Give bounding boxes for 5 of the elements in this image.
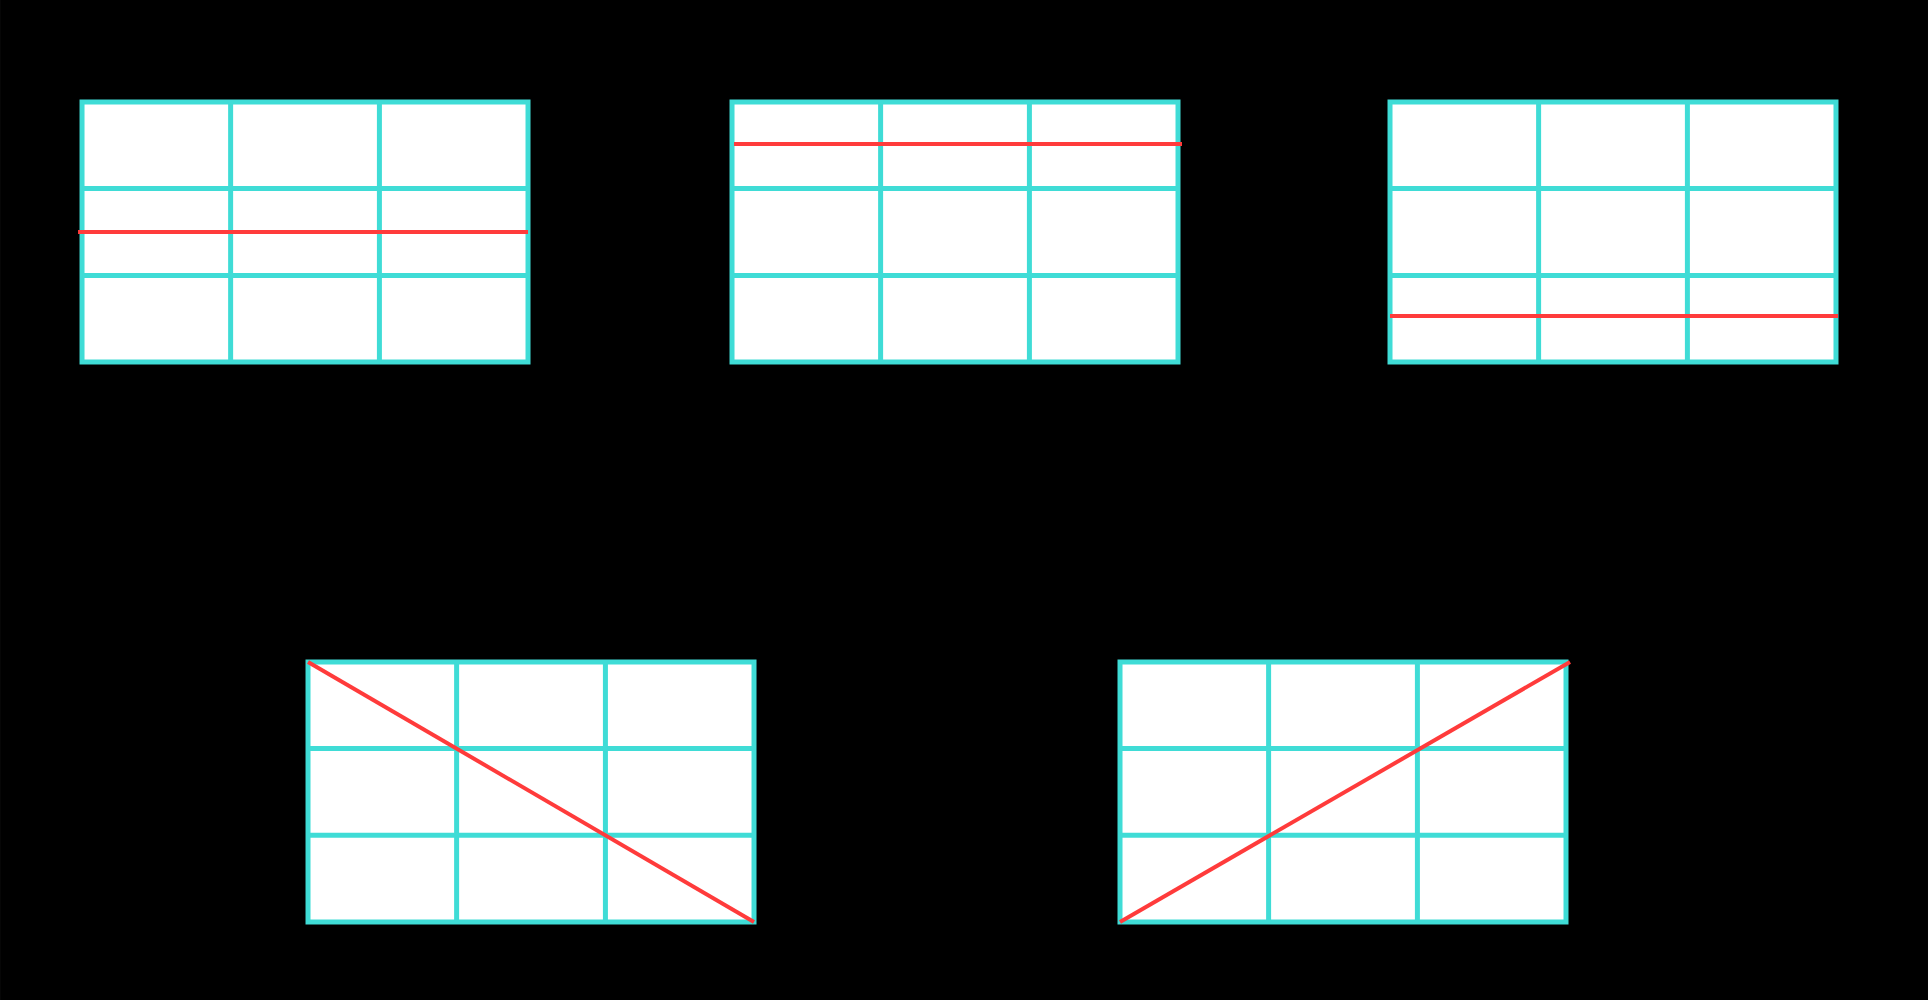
grid-frame-drawing (305, 659, 757, 925)
grid-frame-drawing (1387, 99, 1839, 365)
grid-frame-drawing (1117, 659, 1571, 925)
grid-frame-drawing (729, 99, 1182, 365)
grid-frame-drawing (78, 99, 531, 365)
